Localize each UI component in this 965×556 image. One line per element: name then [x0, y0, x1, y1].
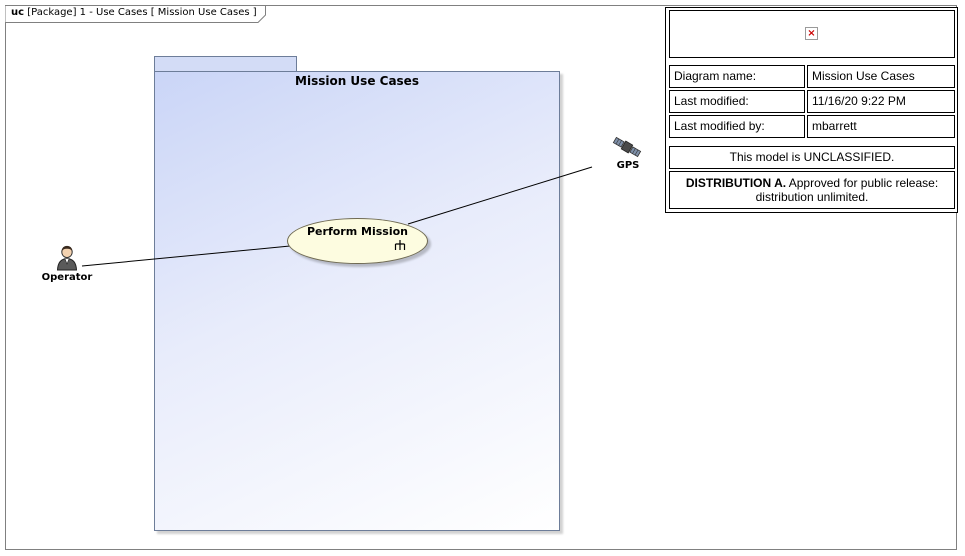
- distribution-heading: DISTRIBUTION A.: [685, 176, 787, 190]
- usecase-perform-mission[interactable]: [287, 218, 428, 264]
- last-modified-label: Last modified:: [669, 90, 805, 113]
- last-modified-value: 11/16/20 9:22 PM: [807, 90, 955, 113]
- last-modified-by-value: mbarrett: [807, 115, 955, 138]
- broken-image-icon: ×: [805, 27, 818, 40]
- rake-icon: [394, 240, 406, 250]
- diagram-name-value: Mission Use Cases: [807, 65, 955, 88]
- frame-header-shape: [5, 5, 266, 23]
- operator-label: Operator: [41, 272, 93, 283]
- usecase-label: Perform Mission: [307, 225, 408, 238]
- frame-header-text: uc [Package] 1 - Use Cases [ Mission Use…: [11, 7, 257, 18]
- package-tab[interactable]: [154, 56, 297, 71]
- distribution-statement: DISTRIBUTION A. Approved for public rele…: [669, 171, 955, 209]
- last-modified-by-label: Last modified by:: [669, 115, 805, 138]
- frame-header: uc [Package] 1 - Use Cases [ Mission Use…: [5, 5, 266, 23]
- frame-title: [Package] 1 - Use Cases [ Mission Use Ca…: [27, 7, 257, 18]
- distribution-text: Approved for public release: distributio…: [755, 176, 939, 204]
- association-operator-perform-mission[interactable]: [81, 245, 291, 267]
- gps-label: GPS: [616, 160, 640, 171]
- diagram-name-label: Diagram name:: [669, 65, 805, 88]
- diagram-frame: [5, 5, 957, 550]
- frame-kind: uc: [11, 7, 25, 18]
- association-gps-perform-mission[interactable]: [407, 166, 593, 225]
- operator-actor-icon[interactable]: [56, 245, 78, 271]
- package-title: Mission Use Cases: [295, 74, 419, 88]
- classification-banner: This model is UNCLASSIFIED.: [669, 146, 955, 169]
- satellite-icon[interactable]: [612, 135, 642, 159]
- package-mission-use-cases[interactable]: [154, 71, 560, 531]
